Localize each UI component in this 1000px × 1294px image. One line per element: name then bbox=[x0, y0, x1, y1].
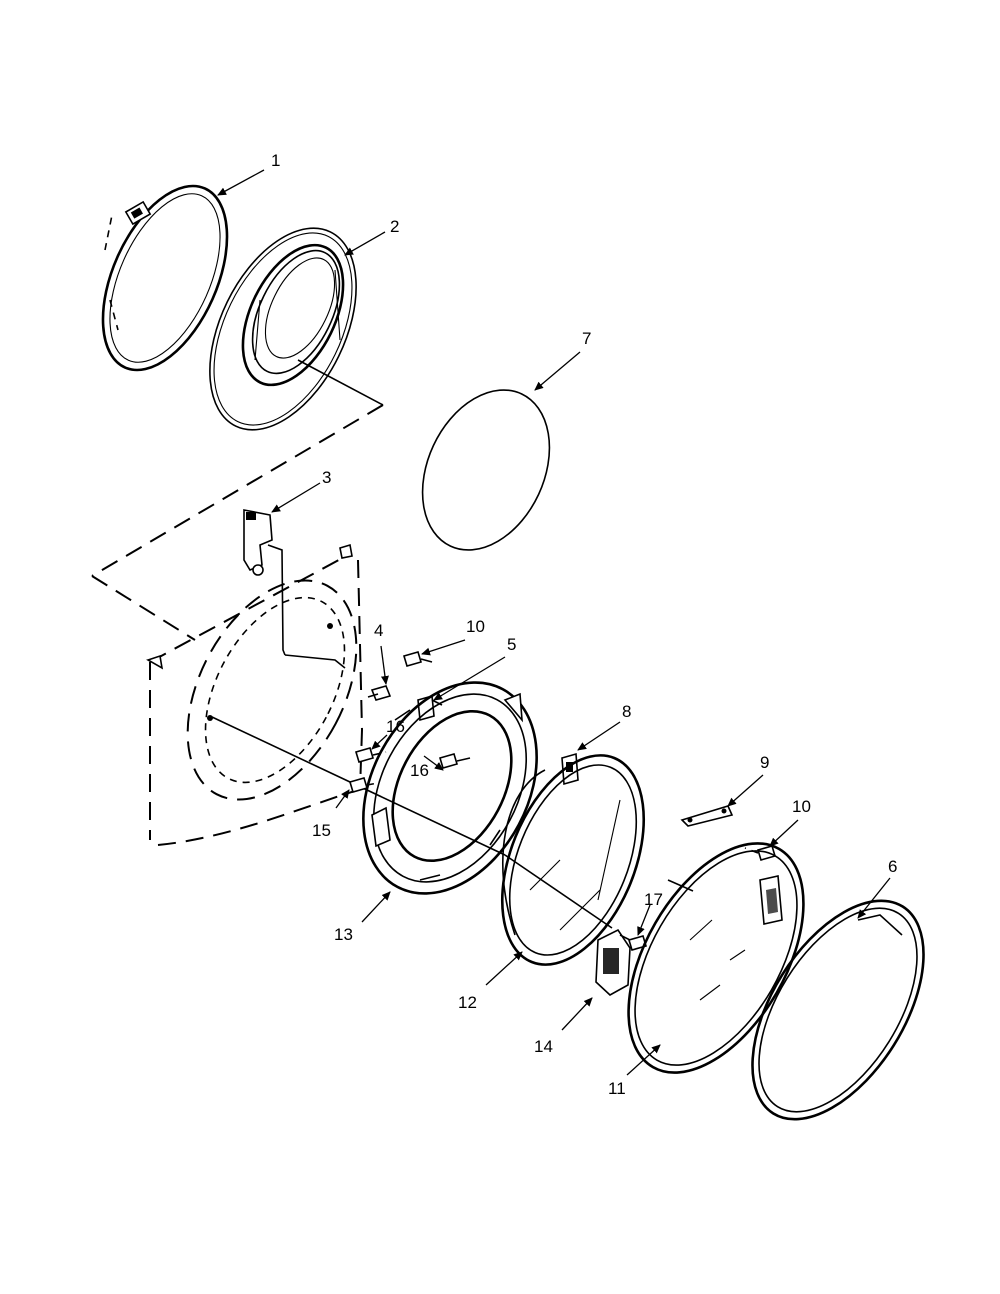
callout-2: 2 bbox=[390, 217, 399, 236]
part-1-clamp-ring bbox=[101, 184, 229, 372]
part-11-outer-door bbox=[627, 842, 805, 1074]
callout-labels: 1 2 3 4 5 6 7 8 9 10 10 11 12 13 14 15 1… bbox=[271, 151, 897, 1098]
front-panel-outline bbox=[91, 543, 506, 856]
part-4-screw bbox=[367, 685, 392, 701]
part-2-door-bellows bbox=[91, 227, 384, 577]
callout-5: 5 bbox=[507, 635, 516, 654]
part-13-inner-frame bbox=[362, 681, 538, 895]
leader-lines bbox=[217, 169, 891, 1076]
callout-14: 14 bbox=[534, 1037, 553, 1056]
callout-6: 6 bbox=[888, 857, 897, 876]
callout-17: 17 bbox=[644, 890, 663, 909]
part-9-bracket bbox=[680, 805, 734, 827]
callout-3: 3 bbox=[322, 468, 331, 487]
callout-12: 12 bbox=[458, 993, 477, 1012]
callout-4: 4 bbox=[374, 621, 383, 640]
callout-9: 9 bbox=[760, 753, 769, 772]
callout-15: 15 bbox=[312, 821, 331, 840]
part-6-door-trim bbox=[751, 899, 925, 1121]
callout-16-left: 16 bbox=[386, 717, 405, 736]
callout-8: 8 bbox=[622, 702, 631, 721]
callout-10-lower: 10 bbox=[792, 797, 811, 816]
callout-16-right: 16 bbox=[410, 761, 429, 780]
part-15-screw bbox=[349, 777, 379, 793]
part-16-screw-right bbox=[439, 753, 471, 769]
callout-11: 11 bbox=[608, 1079, 626, 1098]
callout-13: 13 bbox=[334, 925, 353, 944]
part-17-screw bbox=[628, 935, 647, 951]
callout-1: 1 bbox=[271, 151, 280, 170]
part-10-screw-upper bbox=[403, 651, 433, 667]
callout-10-upper: 10 bbox=[466, 617, 485, 636]
part-7-wire-ring bbox=[421, 389, 551, 551]
part-3-door-lock bbox=[243, 509, 346, 669]
callout-7: 7 bbox=[582, 329, 591, 348]
part-12-door-glass bbox=[500, 754, 646, 966]
